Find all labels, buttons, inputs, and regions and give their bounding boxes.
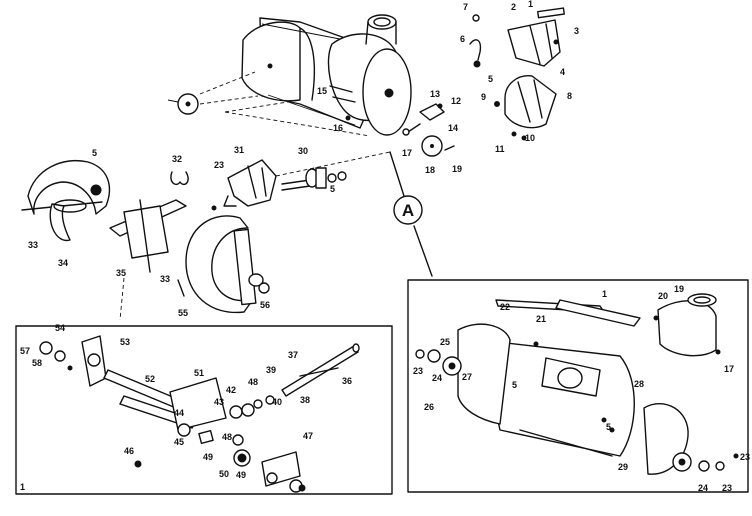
chute-hood [402,75,557,157]
inset-left-label: 1 [20,482,25,492]
housing-strips [495,299,641,347]
callout-35: 35 [116,268,126,278]
callout-23: 23 [740,452,750,462]
housing-shell [457,323,635,457]
callout-6: 6 [460,34,465,44]
callout-5: 5 [330,184,335,194]
callout-23: 23 [214,160,224,170]
callout-44: 44 [174,408,184,418]
callout-56: 56 [260,300,270,310]
callout-2: 2 [511,2,516,12]
callout-17: 17 [724,364,734,374]
drive-bearings [39,335,107,387]
callout-5: 5 [92,148,97,158]
callout-19: 19 [452,164,462,174]
callout-29: 29 [618,462,628,472]
detail-marker-label: A [402,201,414,220]
callout-1: 1 [528,0,533,9]
discharge-chute-base [327,14,412,136]
callout-33: 33 [28,240,38,250]
callout-32: 32 [172,154,182,164]
callout-31: 31 [234,145,244,155]
callout-16: 16 [333,123,343,133]
callout-54: 54 [55,323,65,333]
callout-58: 58 [32,358,42,368]
callout-5: 5 [488,74,493,84]
callout-22: 22 [500,302,510,312]
callout-49: 49 [203,452,213,462]
drive-gear-cluster [134,395,306,493]
callout-18: 18 [425,165,435,175]
detail-marker-a: A [389,151,433,277]
callout-36: 36 [342,376,352,386]
callout-25: 25 [440,337,450,347]
callout-43: 43 [214,397,224,407]
chute-ring [653,293,721,357]
callout-49: 49 [236,470,246,480]
callout-15: 15 [317,86,327,96]
auger-shaft [109,199,187,321]
drive-shafts [103,369,227,445]
callout-5: 5 [512,380,517,390]
callout-3: 3 [574,26,579,36]
callout-4: 4 [560,67,565,77]
callout-12: 12 [451,96,461,106]
callout-46: 46 [124,446,134,456]
callout-7: 7 [463,2,468,12]
callout-57: 57 [20,346,30,356]
callout-8: 8 [567,91,572,101]
callout-53: 53 [120,337,130,347]
drive-rod [281,343,360,397]
callout-38: 38 [300,395,310,405]
callout-19: 19 [674,284,684,294]
callout-50: 50 [219,469,229,479]
callout-48: 48 [222,432,232,442]
callout-24: 24 [698,483,708,493]
callout-17: 17 [402,148,412,158]
callout-51: 51 [194,368,204,378]
callout-34: 34 [58,258,68,268]
callout-21: 21 [536,314,546,324]
callout-40: 40 [272,397,282,407]
inset-left: 1 [15,325,393,495]
callout-30: 30 [298,146,308,156]
housing-hardware [167,71,371,137]
chute-deflector [469,7,565,68]
auger-center [177,205,270,314]
callout-55: 55 [178,308,188,318]
callout-23: 23 [722,483,732,493]
side-plate-left [415,349,462,376]
side-plate-right [643,402,739,475]
callout-14: 14 [448,123,458,133]
callout-26: 26 [424,402,434,412]
callout-1: 1 [602,289,607,299]
callout-13: 13 [430,89,440,99]
callout-48: 48 [248,377,258,387]
callout-39: 39 [266,365,276,375]
callout-52: 52 [145,374,155,384]
callout-47: 47 [303,431,313,441]
callout-24: 24 [432,373,442,383]
callout-45: 45 [174,437,184,447]
callout-33: 33 [160,274,170,284]
callout-23: 23 [413,366,423,376]
callout-37: 37 [288,350,298,360]
impeller [170,151,391,207]
inset-right [407,279,749,493]
callout-5: 5 [606,422,611,432]
callout-27: 27 [462,372,472,382]
callout-28: 28 [634,379,644,389]
callout-10: 10 [525,133,535,143]
callout-20: 20 [658,291,668,301]
auger-left [21,160,111,242]
callout-42: 42 [226,385,236,395]
callout-11: 11 [495,144,505,154]
callout-9: 9 [481,92,486,102]
